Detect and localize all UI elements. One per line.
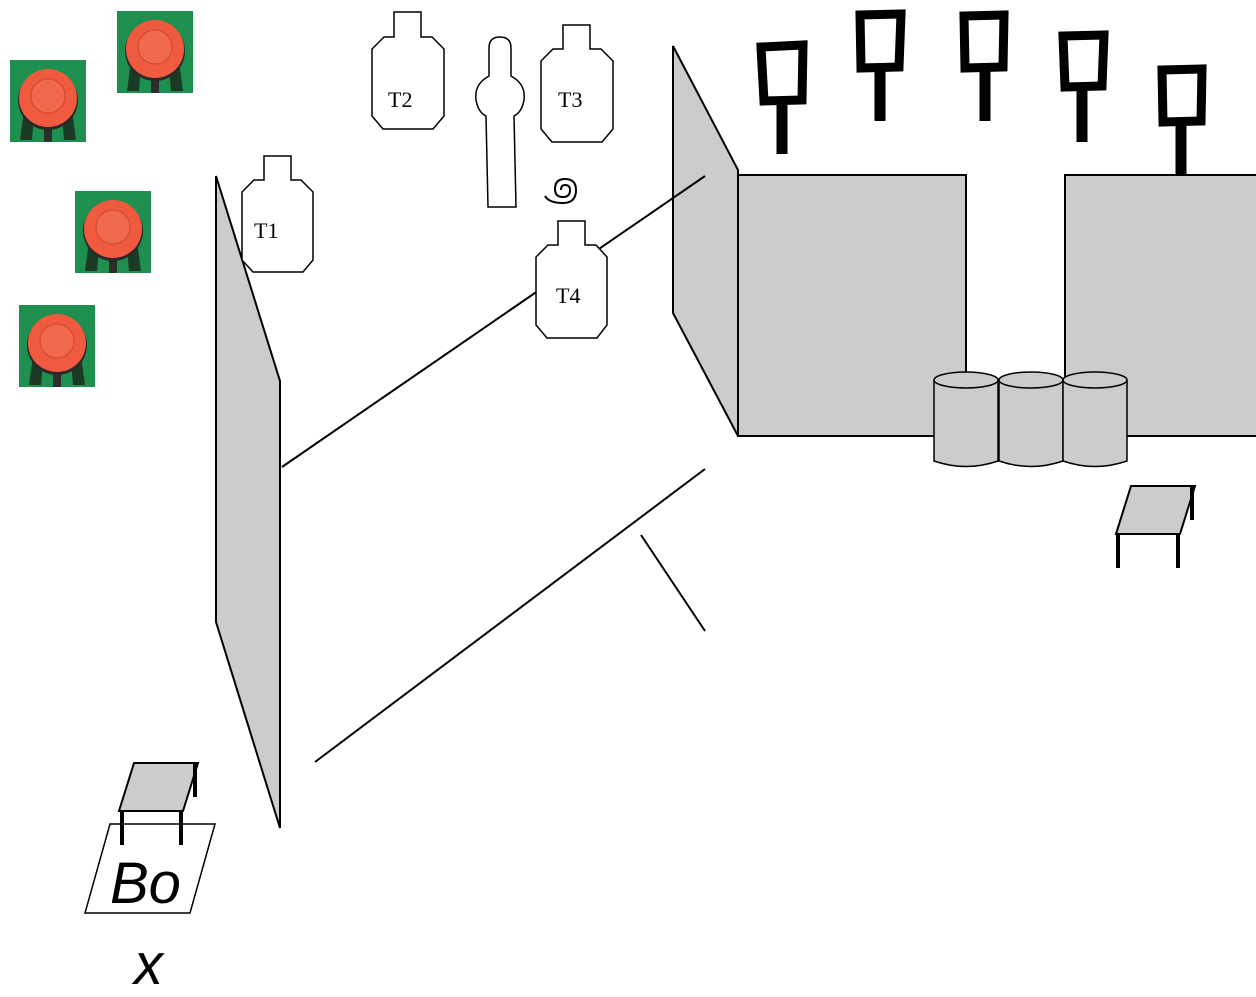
barrel-icon — [933, 371, 999, 468]
steel-plate-icon — [19, 305, 95, 387]
target-label-t3: T3 — [558, 87, 582, 112]
table-icon — [1114, 485, 1197, 568]
fault-line-lower — [314, 468, 706, 763]
idpa-target-icon — [540, 24, 614, 143]
left-wall — [215, 175, 281, 829]
fault-line-stub — [640, 534, 706, 632]
back-wall-left — [737, 174, 967, 437]
idpa-target-icon — [535, 220, 608, 339]
steel-plate-icon — [10, 60, 86, 142]
fault-line-upper — [281, 175, 706, 468]
steel-post-target-icon — [1058, 30, 1109, 142]
box-label: Bo — [110, 851, 181, 916]
idpa-target-icon — [241, 155, 314, 273]
target-label-t2: T2 — [388, 87, 412, 112]
swinger-icon — [544, 177, 578, 205]
steel-plate-icon — [75, 191, 151, 273]
box-label-x: x — [134, 932, 163, 997]
target-label-t1: T1 — [254, 218, 278, 243]
target-label-t4: T4 — [556, 283, 580, 308]
popper-icon — [475, 36, 525, 208]
barrel-icon — [1062, 371, 1128, 468]
barrel-icon — [998, 371, 1064, 468]
steel-post-target-icon — [959, 10, 1009, 121]
steel-post-target-icon — [855, 9, 906, 121]
steel-plate-icon — [117, 11, 193, 93]
steel-post-target-icon — [1157, 64, 1207, 175]
table-icon — [117, 762, 200, 845]
steel-post-target-icon — [756, 40, 808, 154]
idpa-target-icon — [371, 11, 445, 130]
right-angled-wall — [672, 45, 739, 437]
